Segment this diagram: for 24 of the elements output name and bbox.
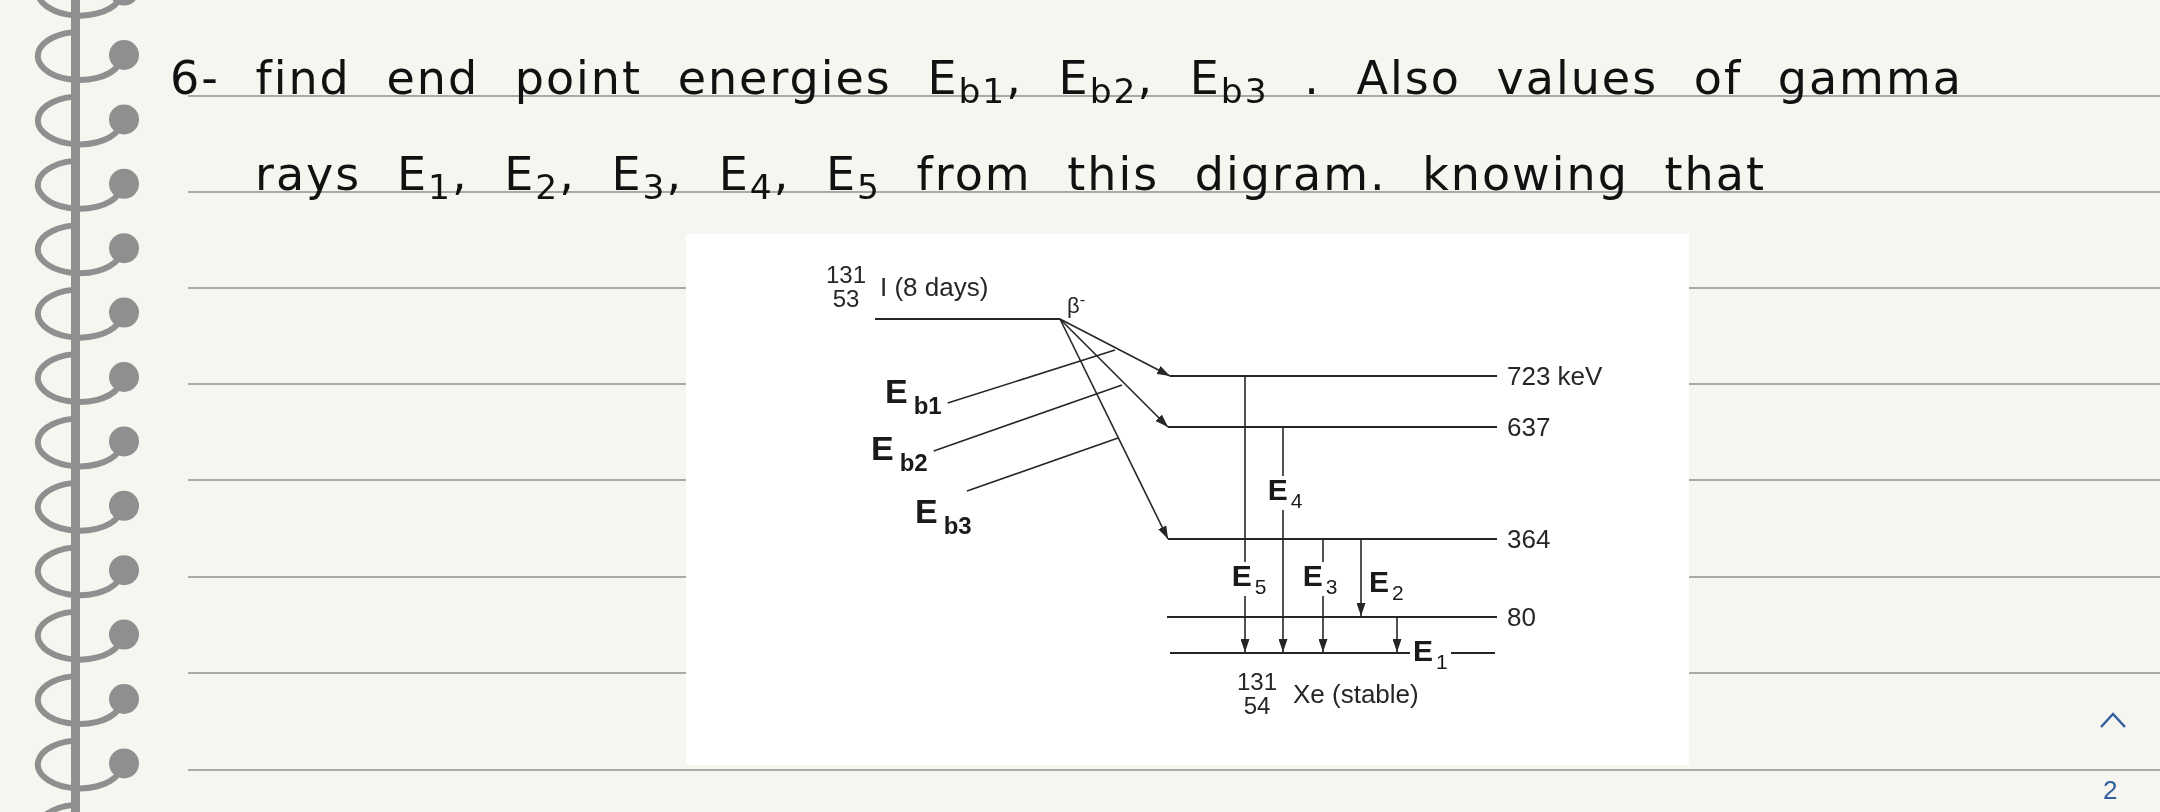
gamma-arrow xyxy=(1356,539,1366,617)
energy-level-line xyxy=(1167,616,1497,618)
page-number: 2 xyxy=(2103,775,2118,805)
decay-arrow xyxy=(1059,318,1169,428)
leader-line xyxy=(966,437,1119,492)
energy-level-label: 723 keV xyxy=(1507,362,1603,390)
leader-line xyxy=(946,349,1116,404)
leader-line xyxy=(932,384,1123,452)
energy-level-line xyxy=(1170,652,1495,654)
energy-level-line xyxy=(1168,426,1497,428)
question-text: 6- find end point energies E$_{b1}$, E$_{b2}$, E$_{b3}$ . Also values of gamma rays E$_{1}$, E$_{2}$, E$_{3}$, E$_{4}$, E$_{5}$ from this digram. knowing that xyxy=(170,50,1964,209)
beta-energy-label: E$_{b2}$ xyxy=(871,428,934,478)
decay-arrow xyxy=(1059,318,1171,377)
energy-level-label: 80 xyxy=(1507,603,1536,631)
energy-level-label: 637 xyxy=(1507,413,1551,441)
decay-arrow xyxy=(1059,318,1169,540)
energy-level-line xyxy=(1170,375,1497,377)
gamma-arrow xyxy=(1392,617,1402,653)
beta-energy-label: E$_{b1}$ xyxy=(885,371,948,421)
energy-level-label: 364 xyxy=(1507,525,1551,553)
decay-mode-label: β$^{-}$ xyxy=(1067,294,1086,318)
beta-energy-label: E$_{b3}$ xyxy=(915,491,978,541)
energy-level-line xyxy=(875,318,1060,320)
energy-level-line xyxy=(1168,538,1497,540)
